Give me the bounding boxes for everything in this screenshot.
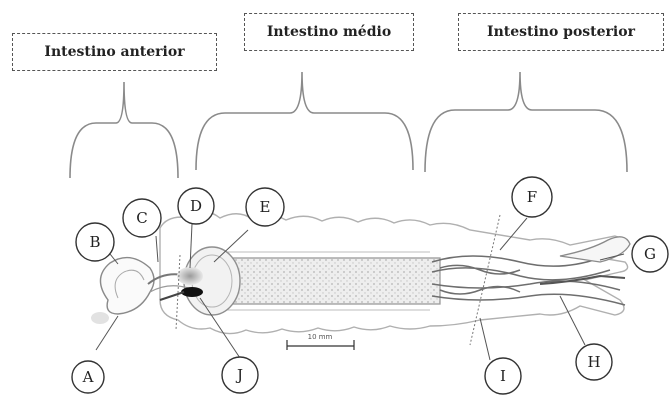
label-g: G [644, 245, 656, 263]
scale-bar-label: 10 mm [308, 333, 333, 341]
label-c: C [136, 209, 147, 227]
label-i: I [500, 367, 506, 385]
leader-c [156, 236, 158, 262]
label-h: H [587, 353, 600, 371]
leader-i [480, 318, 490, 360]
brace-medio [196, 72, 413, 170]
midgut-tube [212, 258, 440, 304]
label-a: A [82, 368, 94, 386]
label-e: E [260, 198, 271, 216]
brace-anterior [70, 82, 178, 178]
crop [100, 258, 154, 314]
dark-mass [181, 287, 203, 297]
label-f: F [527, 188, 537, 206]
gastric-caecum [177, 267, 203, 285]
label-b: B [89, 233, 100, 251]
brace-posterior [425, 72, 627, 172]
label-d: D [190, 197, 202, 215]
region-braces [70, 72, 627, 178]
scale-bar: 10 mm [287, 333, 354, 350]
gut-body [91, 212, 630, 334]
label-j: J [235, 366, 243, 384]
